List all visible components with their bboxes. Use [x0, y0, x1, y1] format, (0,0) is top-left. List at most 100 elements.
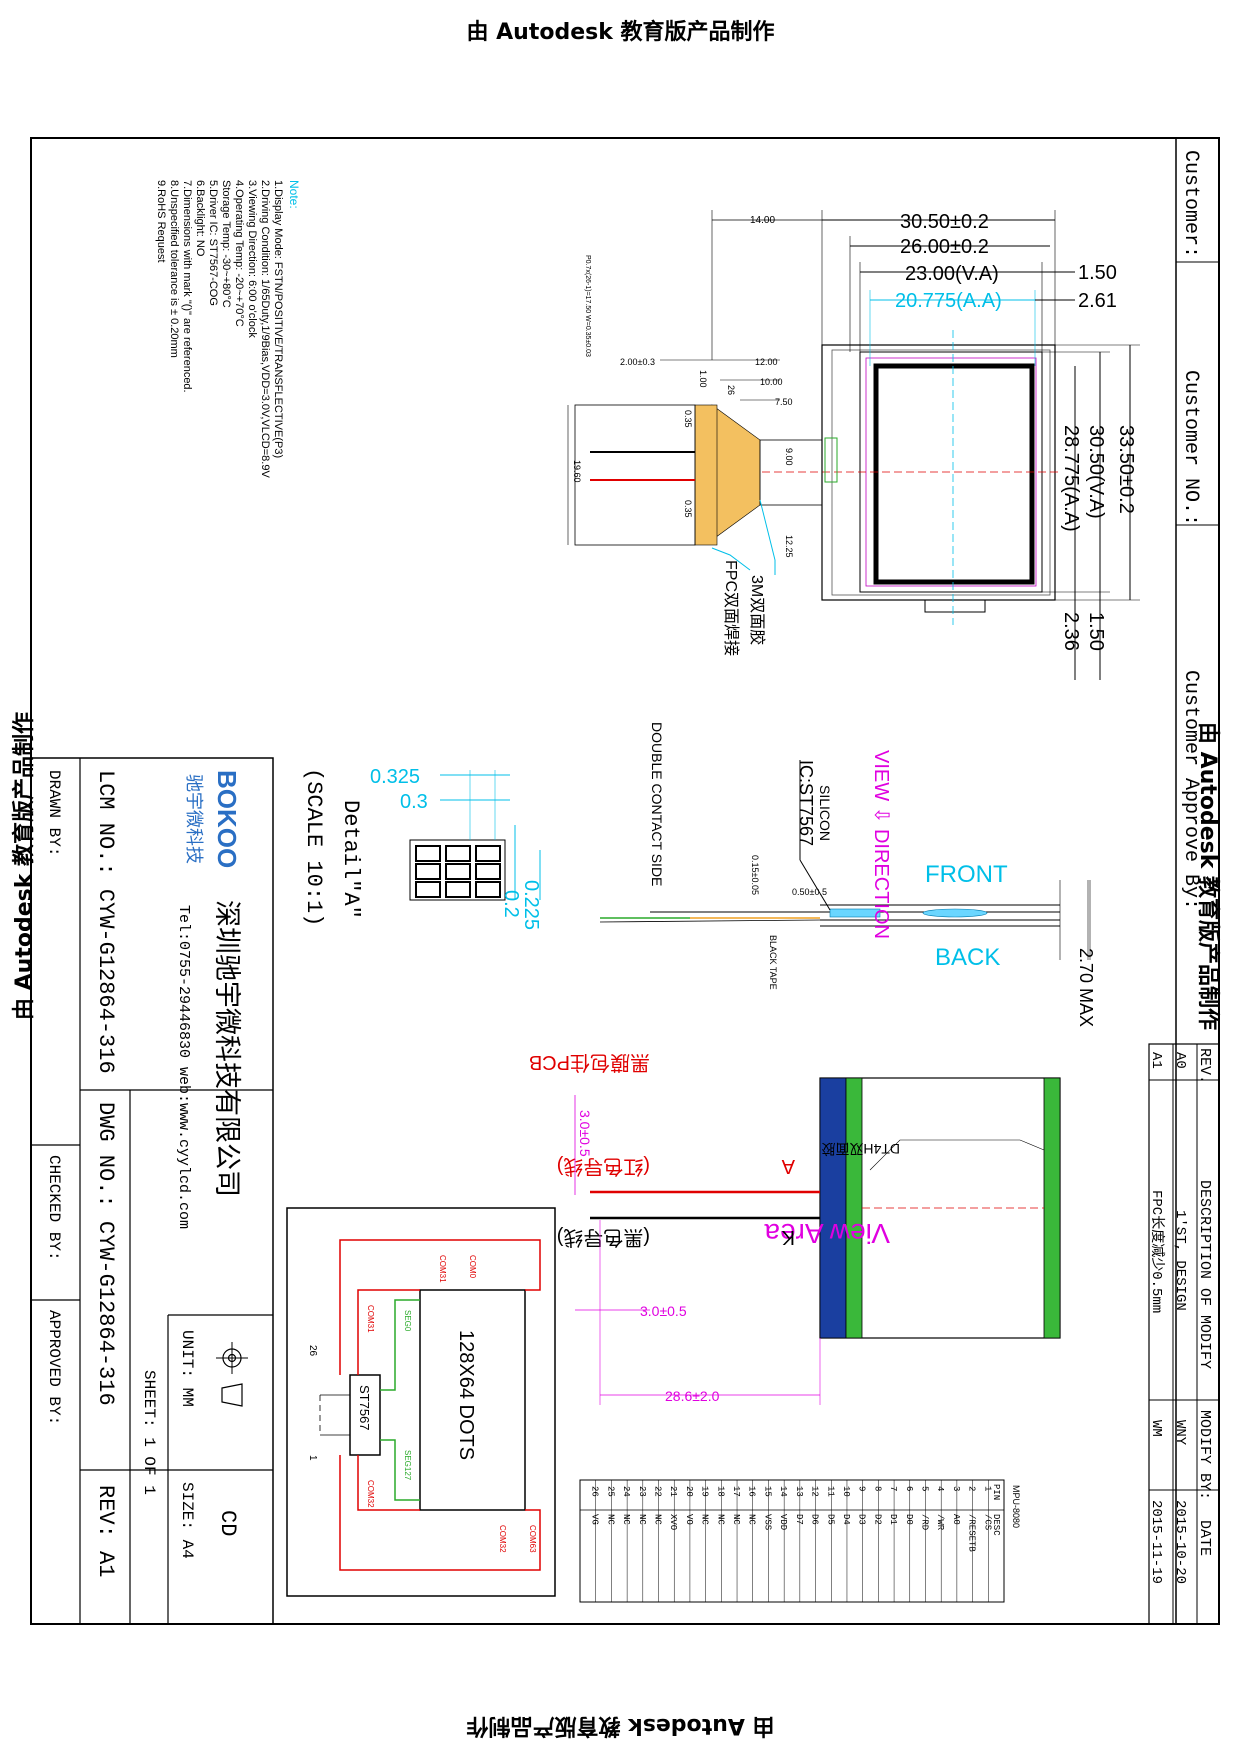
pin-mode-label: MPU-8080: [1011, 1485, 1021, 1528]
detail-scale: (SCALE 10:1): [301, 768, 326, 926]
dim-150-top: 1.50: [1078, 262, 1117, 284]
detail-0325: 0.325: [370, 766, 420, 788]
rev-a0-date: 2015-10-20: [1172, 1500, 1188, 1584]
pin-number: 11: [825, 1486, 835, 1497]
dim-050: 0.50±0.5: [792, 887, 827, 897]
customer-approve-label: Customer Approve By:: [1179, 670, 1202, 910]
pin-number: 9: [857, 1486, 867, 1491]
pin-number: 23: [637, 1486, 647, 1497]
pin-desc: D1: [888, 1514, 898, 1525]
pin-desc: D7: [794, 1514, 804, 1525]
dim-fpc-035b: 0.35: [683, 500, 693, 518]
pin-desc: NC: [653, 1514, 663, 1525]
pin-26: 26: [307, 1345, 318, 1357]
dim-height-aa: 28.775(A.A): [1060, 425, 1082, 532]
customer-label: Customer:: [1179, 150, 1202, 258]
dim-fpc-2: 2.00±0.3: [620, 357, 655, 367]
side-view: 2.70 MAX SILICON IC:ST7567 VIEW ⇩ DIRECT…: [599, 722, 1096, 1027]
detail-a: 0.325 0.3 0.225 0.2 Detail"A" (SCALE 10:…: [301, 766, 542, 930]
dwg-no: DWG NO.: CYW-G12864-316: [93, 1102, 118, 1406]
dim-150-right: 1.50: [1085, 612, 1107, 651]
drawn-by-label: DRAWN BY:: [45, 770, 63, 856]
pin-desc: VO: [684, 1514, 694, 1525]
pin-desc: NC: [637, 1514, 647, 1525]
pin-desc: /CS: [982, 1514, 992, 1530]
checked-by-label: CHECKED BY:: [45, 1155, 63, 1261]
dim-width-aa: 20.775(A.A): [895, 290, 1002, 312]
cathode-label: K: [781, 1226, 795, 1248]
com31b-label: COM31: [366, 1305, 375, 1333]
rev-a0: A0: [1172, 1052, 1188, 1069]
note-10: 9.RoHS Request: [155, 180, 167, 263]
dim-fpc-10: 10.00: [760, 377, 783, 387]
note-7: 6.Backlight: NO: [194, 180, 206, 257]
pin-desc: D3: [857, 1514, 867, 1525]
pin-number: 19: [700, 1486, 710, 1497]
anode-wire-label: (红色导线): [557, 1155, 650, 1178]
dim-width-outer: 30.50±0.2: [900, 211, 989, 233]
rev-a1: A1: [1148, 1052, 1164, 1069]
seg127-label: SEG127: [403, 1450, 412, 1481]
note-6: 5.Driver IC: ST7567-COG: [207, 180, 219, 306]
rev-header: REV.: [1196, 1048, 1213, 1084]
note-3: 3.Viewing Direction: 6:00 o'clock: [246, 180, 258, 338]
company-name: 深圳驰宇微科技有限公司: [212, 900, 242, 1197]
backlight-view: View Area DT4H双面胶 黑膜包住PCB A (红色导线) K (黑色…: [529, 1051, 1061, 1405]
pin-number: 3: [951, 1486, 961, 1491]
pin-desc: D2: [872, 1514, 882, 1525]
note-2: 2.Driving Condition: 1/65Duty,1/9Bias,VD…: [259, 180, 271, 478]
lcm-no: LCM NO.: CYW-G12864-316: [93, 770, 118, 1074]
view-direction-label: VIEW ⇩ DIRECTION: [870, 750, 892, 939]
detail-grid: [415, 845, 501, 898]
dim-fpc-1960: 19.60: [572, 460, 582, 483]
rev-a0-desc: 1'ST, DESIGN: [1172, 1210, 1188, 1311]
pin-number: 22: [653, 1486, 663, 1497]
dim-14: 14.00: [750, 215, 775, 226]
company-contact: Tel:0755-29446830 web:www.cyylcd.com: [175, 905, 192, 1229]
pin-desc: D6: [810, 1514, 820, 1525]
pin-number: 5: [919, 1486, 929, 1491]
dim-fpc-1225: 12.25: [784, 535, 794, 558]
watermark-top: 由 Autodesk 教育版产品制作: [466, 20, 775, 45]
pin-table-border: [579, 1479, 1005, 1603]
pin-desc: NC: [700, 1514, 710, 1525]
cd-label: CD: [215, 1510, 240, 1536]
pin-desc: A0: [951, 1514, 961, 1525]
dim-fpc-1: 1.00: [698, 370, 708, 388]
com63-label: COM63: [528, 1525, 537, 1553]
brand-logo: BOKOO: [212, 770, 242, 868]
desc-header: DESCRIPTION OF MODIFY: [1196, 1180, 1213, 1369]
revision-table: REV. DESCRIPTION OF MODIFY MODIFY BY: DA…: [1148, 1043, 1220, 1625]
title-block: BOKOO 驰宇微科技 深圳驰宇微科技有限公司 Tel:0755-2944683…: [30, 757, 274, 1625]
module-outline: [821, 344, 1056, 601]
dim-fpc-035a: 0.35: [683, 410, 693, 428]
seg0-label: SEG0: [403, 1310, 412, 1332]
com31-label: COM31: [438, 1255, 447, 1283]
pin-desc: NC: [715, 1514, 725, 1525]
pin-number: 20: [684, 1486, 694, 1497]
rev-a0-by: WNY: [1172, 1420, 1188, 1446]
lcd-panel-block: [419, 1289, 526, 1511]
detail-0225: 0.225: [520, 880, 542, 930]
dim-015: 0.15±0.05: [750, 855, 760, 895]
pin-number: 21: [668, 1486, 678, 1497]
notes-title: Note:: [287, 180, 301, 209]
dim-fpc-75: 7.50: [775, 397, 793, 407]
front-view: 30.50±0.2 26.00±0.2 23.00(V.A) 1.50 20.7…: [567, 210, 1140, 680]
pin-desc: D0: [904, 1514, 914, 1525]
dim-261: 2.61: [1078, 290, 1117, 312]
pin-number: 18: [715, 1486, 725, 1497]
pin-number: 6: [904, 1486, 914, 1491]
size-label: SIZE: A4: [178, 1482, 196, 1559]
modify-header: MODIFY BY:: [1196, 1410, 1213, 1500]
approved-by-label: APPROVED BY:: [45, 1310, 63, 1425]
pin-desc: D4: [841, 1514, 851, 1525]
note-8: 7.Dimensions with mark "()" are referenc…: [181, 180, 193, 393]
tape-label: 3M双面胶: [748, 575, 766, 645]
ic-label: IC:ST7567: [796, 760, 816, 846]
pin-table-header-pin: PIN: [991, 1484, 1001, 1500]
pin-table-header-desc: DESC: [991, 1514, 1001, 1536]
sheet-label: SHEET: 1 OF 1: [140, 1370, 158, 1495]
pin-number: 26: [590, 1486, 600, 1497]
